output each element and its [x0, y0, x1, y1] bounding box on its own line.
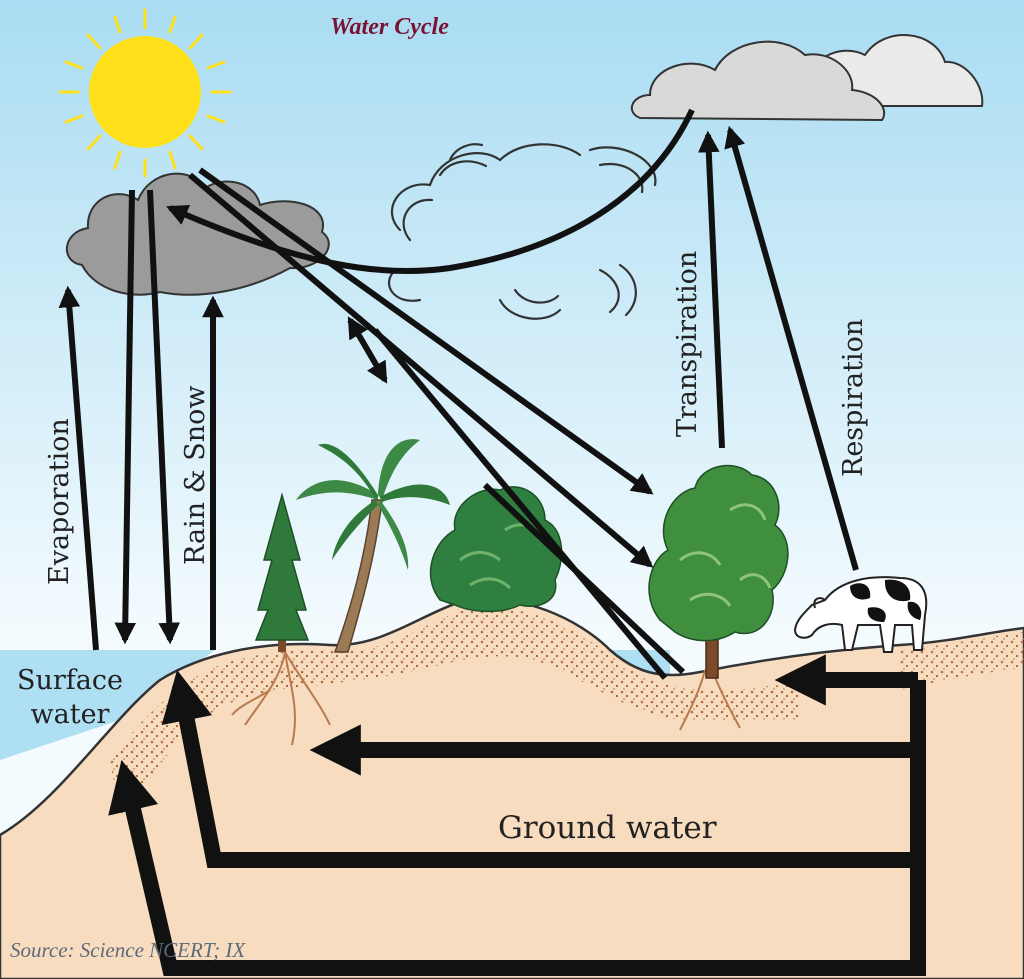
- ground-water-flow: [108, 654, 926, 976]
- sun-to-tree-arrow-1: [198, 167, 654, 495]
- respiration-arrow: [724, 125, 859, 571]
- process-arrows: [58, 108, 859, 680]
- surface-water-pool: [0, 650, 215, 760]
- respiration-label: Respiration: [838, 318, 869, 477]
- groundwater-mid-arrow: [161, 669, 918, 868]
- rain-arrow-2: [147, 189, 181, 645]
- sun-to-tree-arrow-2: [188, 172, 654, 568]
- cloud-to-cloud-curve: [166, 108, 695, 275]
- wind-cloud-icon: [388, 143, 657, 320]
- surface-water-label: Surface water: [17, 665, 123, 730]
- cow-icon: [793, 576, 928, 653]
- transpiration-label: Transpiration: [672, 250, 703, 437]
- groundwater-deep-arrow: [108, 680, 926, 976]
- rain-arrow-1: [114, 189, 137, 645]
- tree-roots: [231, 651, 741, 746]
- rain-snow-label: Rain & Snow: [180, 385, 211, 565]
- palm-tree-icon: [296, 439, 450, 653]
- ground-water-label: Ground water: [498, 810, 717, 846]
- transpiration-arrow: [697, 130, 725, 449]
- evaporation-label: Evaporation: [44, 418, 75, 585]
- cloud-to-ground-line-1: [372, 328, 668, 680]
- sun-icon: [58, 8, 232, 178]
- evaporation-arrow: [58, 285, 99, 651]
- double-arrow: [347, 316, 388, 384]
- cloud-to-ground-line-2: [482, 482, 686, 675]
- source-caption: Source: Science NCERT; IX: [10, 938, 246, 962]
- soil-layer-right: [900, 632, 1024, 690]
- leafy-tree-icon: [648, 464, 789, 679]
- diagram-title: Water Cycle: [330, 14, 449, 40]
- white-cloud-icon: [630, 34, 984, 122]
- pine-tree-icon: [254, 492, 310, 652]
